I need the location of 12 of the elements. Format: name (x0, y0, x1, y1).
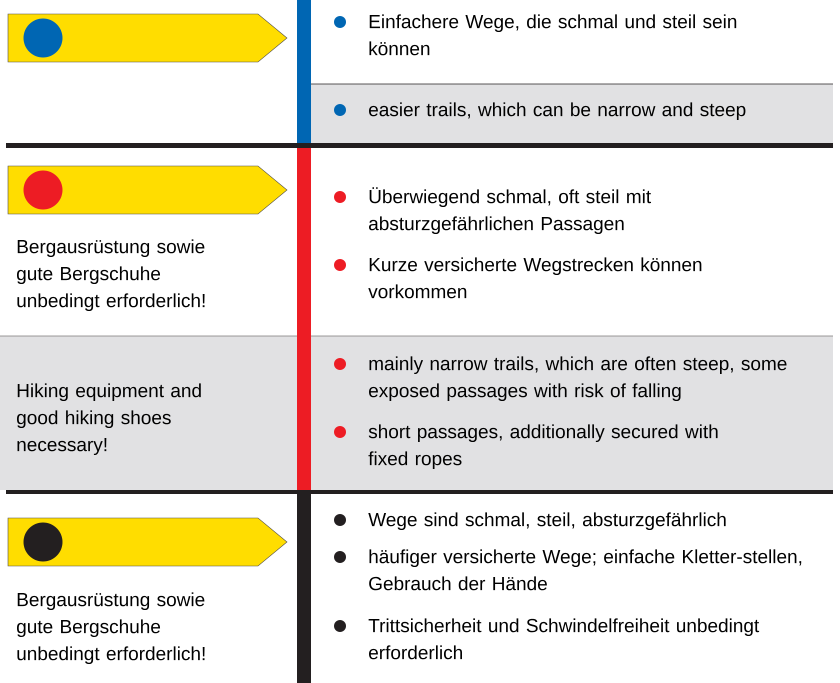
bullet-text: Wege sind schmal, steil, absturzgefährlich (368, 512, 726, 530)
bullet-text: Trittsicherheit und Schwindelfreiheit unbedingt erforderlich (368, 618, 760, 660)
bullet-text: easier trails, which can be narrow and steep (369, 102, 746, 120)
bullet-text: Überwiegend schmal, oft steil mit absturzgefährlichen Passagen (369, 187, 652, 234)
bullet-text: Hiking equipment and good hiking shoes necessary! (17, 383, 201, 456)
bullet-text: Bergausrüstung sowie gute Bergschuhe unbedingt erforderlich! (17, 592, 205, 664)
bullet-text: Einfachere Wege, die schmal und steil sein können (370, 14, 736, 56)
bullet-text: mainly narrow trails, which are often steep, some exposed passages with risk of falling (369, 356, 787, 402)
bullet-text: Kurze versicherte Wegstrecken können vorkommen (368, 257, 702, 298)
bullet-text: häufiger versicherte Wege; einfache Kletter-stellen, Gebrauch der Hände (369, 549, 802, 590)
bullet-text: short passages, additionally secured with fixed ropes (368, 424, 718, 470)
bullet-text: Bergausrüstung sowie gute Bergschuhe unbedingt erforderlich! (17, 239, 205, 312)
